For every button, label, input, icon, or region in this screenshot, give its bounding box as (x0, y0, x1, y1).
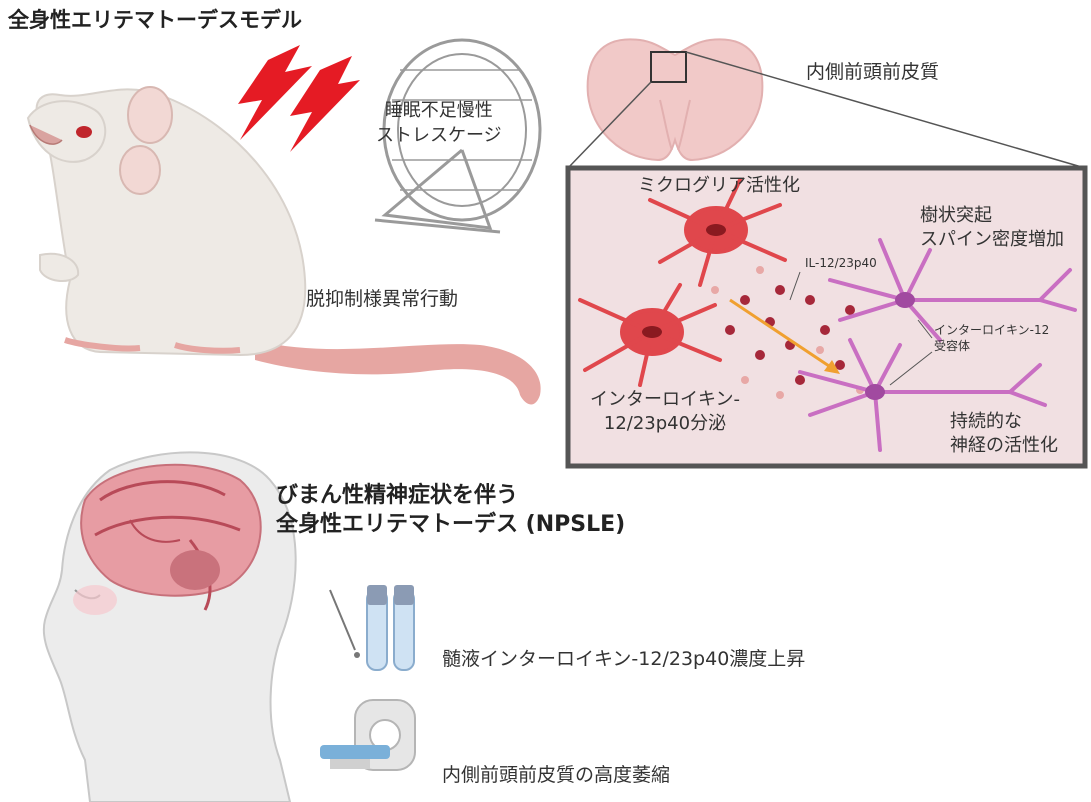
page-title: 全身性エリテマトーデスモデル (8, 4, 302, 34)
dendrite-label: 樹状突起 スパイン密度増加 (920, 204, 1064, 253)
stress-label: 睡眠不足慢性 ストレスケージ (376, 98, 502, 148)
receptor-label: インターロイキン-12 受容体 (934, 323, 1049, 354)
npsle-line-1: びまん性精神症状を伴う (276, 482, 625, 511)
stress-label-line-1: 睡眠不足慢性 (376, 98, 502, 123)
dendrite-line-2: スパイン密度増加 (920, 228, 1064, 252)
region-label: 内側前頭前皮質 (806, 57, 939, 84)
secretion-line-2: 12/23p40分泌 (590, 412, 740, 436)
dendrite-line-1: 樹状突起 (920, 204, 1064, 228)
neuron-activation-label: 持続的な 神経の活性化 (950, 410, 1058, 459)
npsle-heading: びまん性精神症状を伴う 全身性エリテマトーデス (NPSLE) (276, 482, 625, 539)
neuron-line-1: 持続的な (950, 410, 1058, 434)
npsle-line-2: 全身性エリテマトーデス (NPSLE) (276, 511, 625, 540)
neuron-line-2: 神経の活性化 (950, 434, 1058, 458)
behavior-label: 脱抑制様異常行動 (306, 284, 458, 311)
finding-atrophy: 内側前頭前皮質の高度萎縮 (442, 760, 670, 787)
test-tube-icon (330, 585, 414, 670)
stress-label-line-2: ストレスケージ (376, 123, 502, 148)
lightning-icon (238, 45, 360, 152)
mri-scanner-icon (320, 700, 415, 770)
human-head-illustration (44, 452, 296, 802)
cytokine-marker: IL-12/23p40 (805, 256, 877, 270)
secretion-line-1: インターロイキン- (590, 388, 740, 412)
microglia-label: ミクログリア活性化 (638, 174, 800, 198)
finding-csf: 髄液インターロイキン-12/23p40濃度上昇 (442, 644, 805, 671)
receptor-line-2: 受容体 (934, 339, 1049, 355)
receptor-line-1: インターロイキン-12 (934, 323, 1049, 339)
secretion-label: インターロイキン- 12/23p40分泌 (590, 388, 740, 437)
